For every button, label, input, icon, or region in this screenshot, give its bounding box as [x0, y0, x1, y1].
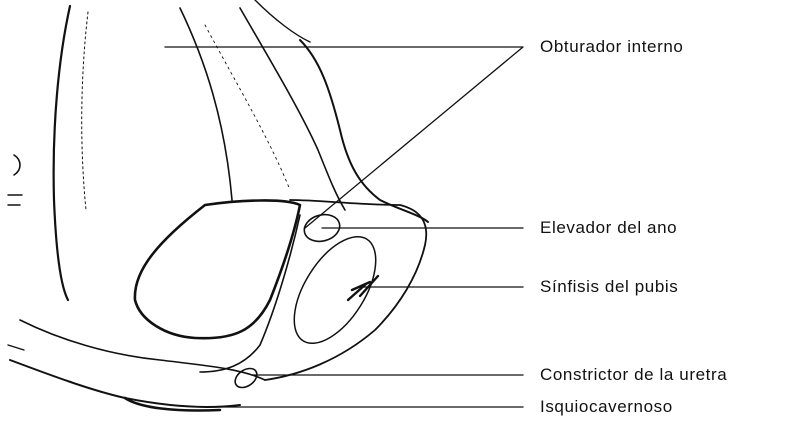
label-sinfisis-del-pubis: Sínfisis del pubis — [540, 278, 678, 295]
label-obturador-interno: Obturador interno — [540, 38, 683, 55]
label-isquiocavernoso: Isquiocavernoso — [540, 398, 673, 415]
sinfisis-oval — [278, 223, 392, 357]
label-elevador-del-ano: Elevador del ano — [540, 219, 677, 236]
constrictor-opening — [232, 365, 261, 392]
posterior-curve — [255, 0, 310, 42]
obturator-band-dotted — [205, 25, 290, 190]
obturator-band-right — [240, 8, 345, 210]
ramus-base — [10, 360, 240, 407]
leader-obturador — [165, 47, 523, 228]
margin-mark-3 — [8, 345, 24, 350]
ramus-inner — [200, 215, 300, 372]
obturator-band-left — [180, 8, 232, 200]
margin-mark-1 — [14, 155, 20, 175]
margin-mark-2 — [8, 195, 22, 205]
ilium-outline — [54, 6, 70, 300]
posterior-curve-2 — [300, 40, 428, 222]
sinfisis-mark — [348, 276, 378, 300]
obturator-foramen — [135, 200, 300, 338]
pubic-body — [265, 200, 426, 380]
label-constrictor-uretra: Constrictor de la uretra — [540, 366, 727, 383]
ilium-inner-dotted — [82, 12, 88, 210]
ramus-lower — [20, 320, 265, 380]
